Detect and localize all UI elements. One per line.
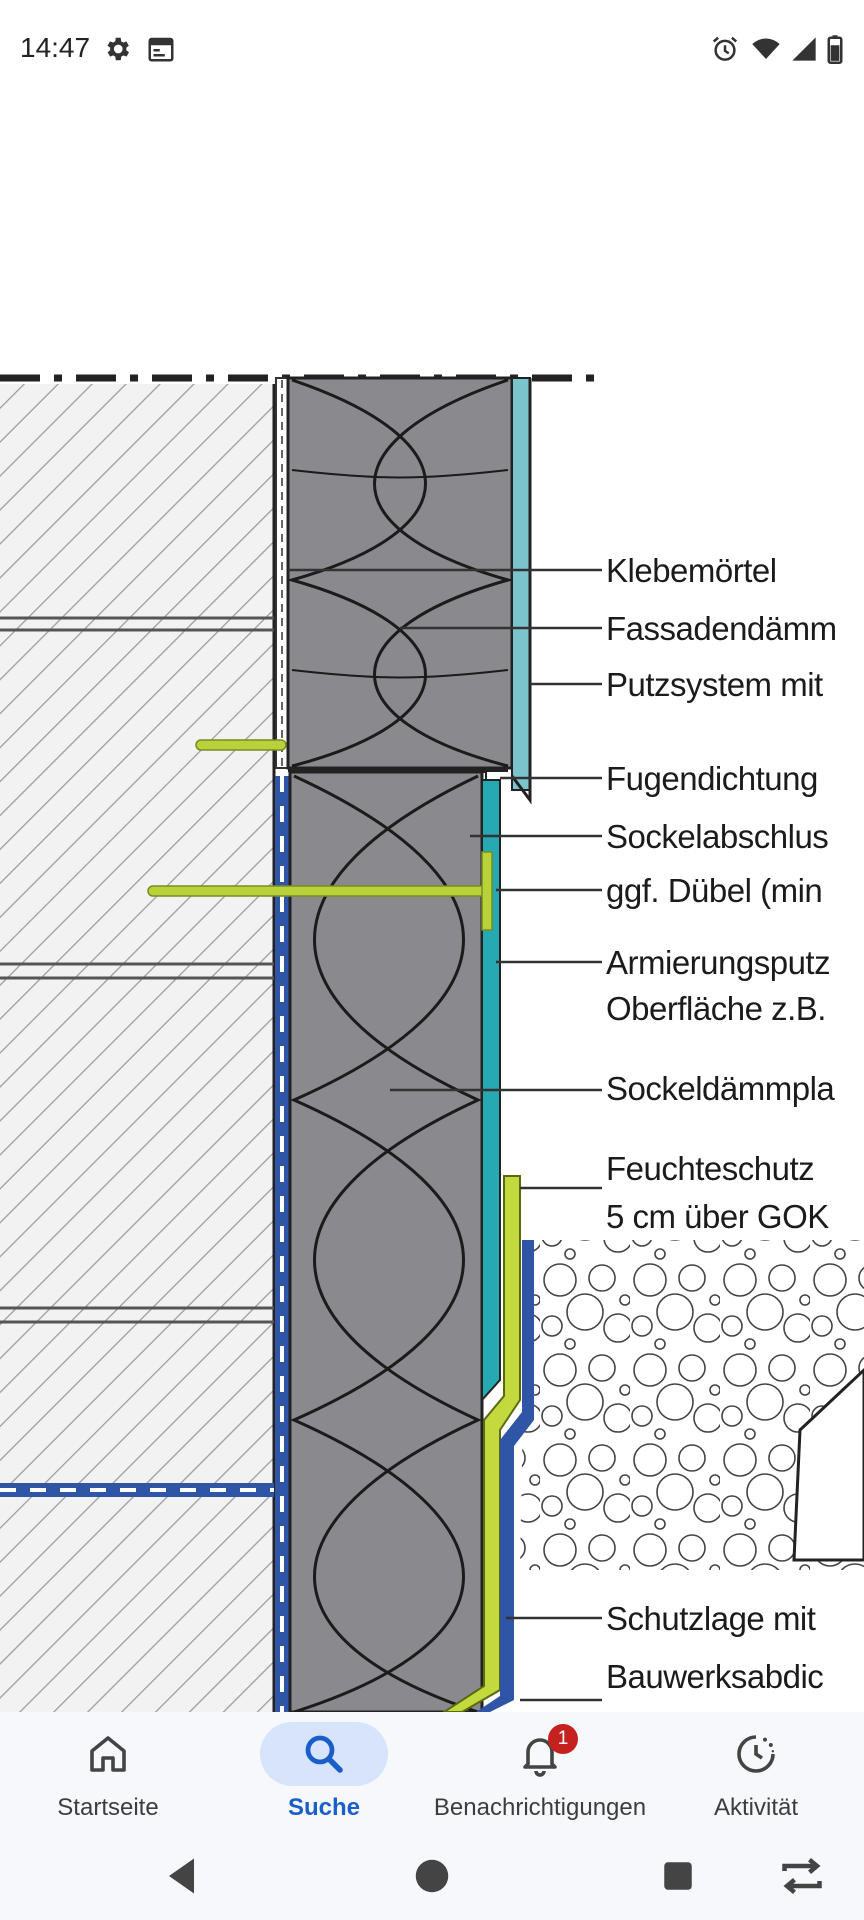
recents-icon[interactable] [648, 1846, 708, 1906]
active-indicator [260, 1722, 388, 1786]
signal-icon [790, 34, 818, 69]
home-circle-icon[interactable] [402, 1846, 462, 1906]
label-base-insulation: Sockeldämmpla [606, 1070, 835, 1107]
label-surface: Oberfläche z.B. [606, 990, 826, 1027]
alarm-icon [710, 34, 740, 69]
nav-label: Suche [287, 1794, 361, 1821]
activity-icon [732, 1730, 780, 1778]
label-moisture-protection: Feuchteschutz [606, 1150, 815, 1187]
label-above-ground: 5 cm über GOK [606, 1198, 829, 1235]
status-bar: 14:47 [0, 0, 864, 100]
gravel-fill [520, 1240, 864, 1570]
label-joint-seal: Fugendichtung [606, 760, 818, 797]
leader-lines [288, 568, 602, 1702]
label-protective-layer: Schutzlage mit [606, 1600, 816, 1637]
calendar-icon [146, 34, 176, 69]
search-icon [300, 1730, 348, 1778]
nav-label: Startseite [57, 1794, 159, 1821]
gear-icon [102, 34, 132, 69]
moisture-protection [442, 1175, 521, 1712]
home-icon [84, 1730, 132, 1778]
back-icon[interactable] [154, 1846, 214, 1906]
label-waterproofing: Bauwerksabdic [606, 1658, 824, 1695]
rotate-icon[interactable] [772, 1846, 832, 1906]
anchor-dowels [147, 739, 493, 931]
wifi-icon [750, 34, 782, 69]
system-navigation-bar [0, 1832, 864, 1920]
facade-insulation [286, 376, 514, 770]
plaster-system [511, 377, 531, 791]
nav-item-aktivitaet[interactable]: Aktivität [648, 1712, 864, 1832]
structural-waterproofing [476, 1240, 534, 1712]
label-reinforcing-plaster: Armierungsputz [606, 944, 831, 981]
bottom-navigation: Startseite Suche 1 Benachrichtigungen Ak… [0, 1712, 864, 1832]
label-base-profile: Sockelabschlus [606, 818, 829, 855]
notification-badge: 1 [548, 1724, 578, 1754]
label-plaster-system: Putzsystem mit [606, 666, 823, 703]
nav-label: Benachrichtigungen [433, 1794, 647, 1821]
nav-item-benachrichtigungen[interactable]: 1 Benachrichtigungen [432, 1712, 648, 1832]
image-viewer[interactable]: Klebemörtel Fassadendämm Putzsystem mit … [0, 0, 864, 1712]
nav-label: Aktivität [713, 1794, 799, 1821]
nav-item-startseite[interactable]: Startseite [0, 1712, 216, 1832]
masonry-wall [0, 384, 274, 1712]
nav-item-suche[interactable]: Suche [216, 1712, 432, 1832]
wall-detail-drawing [0, 67, 864, 1712]
battery-icon [826, 34, 844, 69]
label-facade-insulation: Fassadendämm [606, 610, 837, 647]
status-time: 14:47 [20, 32, 91, 63]
label-dowel: ggf. Dübel (min [606, 872, 823, 909]
bell-icon [516, 1730, 564, 1778]
label-adhesive-mortar: Klebemörtel [606, 552, 777, 589]
